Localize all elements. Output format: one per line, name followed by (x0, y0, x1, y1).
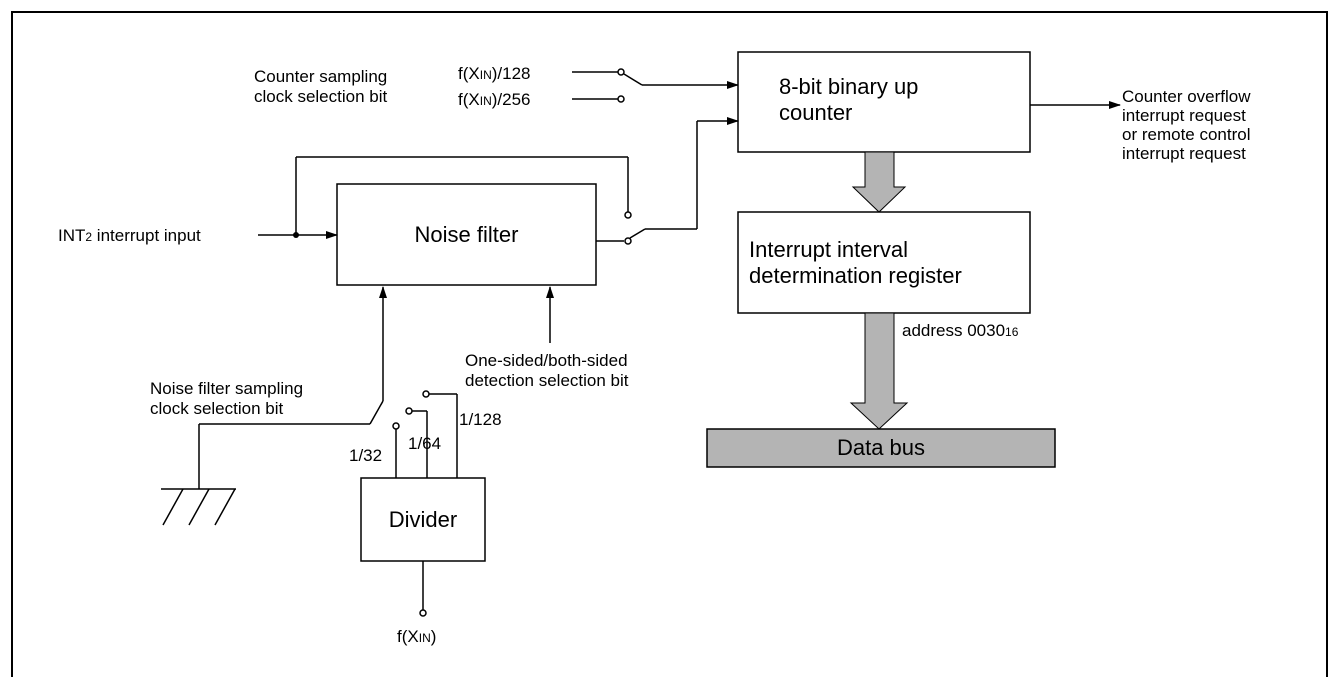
int2-input-label: INT2 interrupt input (58, 226, 201, 245)
register-box (737, 211, 1031, 314)
int2-wiring (258, 117, 739, 245)
counter-block-label: 8-bit binary up counter (779, 74, 919, 125)
noise-clock-wiring (161, 286, 458, 526)
detection-selection-label: One-sided/both-sided detection selection… (465, 351, 629, 390)
counter-clock-switch (572, 68, 739, 103)
overflow-output-label: Counter overflow interrupt request or re… (1122, 87, 1251, 163)
counter-to-register-arrow (851, 151, 907, 213)
counter-sampling-line-2: clock selection bit (254, 87, 388, 106)
divider-output-1-32: 1/32 (349, 446, 383, 465)
divider-label: Divider (388, 507, 458, 532)
counter-sampling-line-1: Counter sampling (254, 67, 388, 86)
divider-input-terminal (419, 609, 427, 617)
data-bus-label: Data bus (836, 435, 926, 460)
clock-option-256: f(XIN)/256 (458, 90, 531, 109)
clock-option-128: f(XIN)/128 (458, 64, 531, 83)
noise-filter-box (336, 183, 597, 286)
noise-filter-label: Noise filter (414, 222, 519, 247)
divider-output-1-128: 1/128 (459, 410, 502, 429)
noise-sampling-label: Noise filter sampling clock selection bi… (150, 379, 304, 418)
divider-input-label: f(XIN) (397, 627, 437, 646)
data-bus-box (706, 428, 1056, 468)
interval-register-label: Interrupt interval determination registe… (749, 237, 962, 288)
divider-box (360, 477, 486, 562)
register-to-bus-arrow (849, 312, 909, 430)
counter-sampling-label: Counter sampling clock selection bit (254, 67, 387, 107)
frame-border (11, 11, 1328, 677)
register-address-label: address 003016 (902, 321, 1019, 340)
junction-dot (293, 232, 299, 238)
counter-box (737, 51, 1031, 153)
divider-output-1-64: 1/64 (408, 434, 442, 453)
